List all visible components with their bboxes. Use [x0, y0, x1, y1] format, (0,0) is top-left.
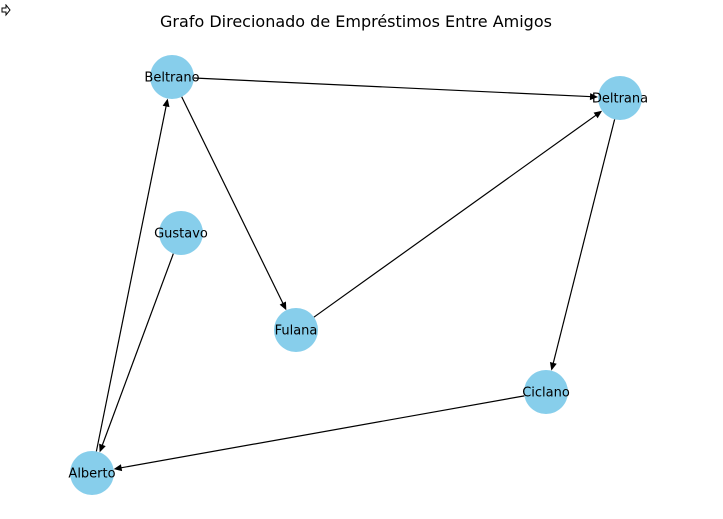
- node-alberto: Alberto: [68, 451, 116, 495]
- node-beltrano: Beltrano: [144, 55, 200, 99]
- edge-line: [181, 96, 285, 306]
- node-label: Fulana: [275, 324, 318, 339]
- node-label: Deltrana: [592, 92, 648, 107]
- edge-ciclano-to-alberto: [113, 395, 525, 472]
- node-gustavo: Gustavo: [154, 211, 208, 255]
- edge-alberto-to-beltrano: [95, 98, 170, 452]
- edge-arrowhead: [162, 98, 170, 108]
- edge-line: [95, 104, 168, 452]
- edge-beltrano-to-deltrana: [193, 77, 599, 101]
- node-circle: [150, 55, 194, 99]
- node-deltrana: Deltrana: [592, 76, 648, 120]
- node-circle: [70, 451, 114, 495]
- edge-gustavo-to-alberto: [99, 253, 174, 453]
- move-cursor-icon: [1, 4, 11, 17]
- edge-line: [193, 77, 593, 98]
- edge-arrowhead: [99, 443, 106, 453]
- edge-arrowhead: [589, 93, 599, 101]
- node-label: Beltrano: [144, 71, 199, 86]
- edge-line: [313, 113, 598, 318]
- edge-line: [101, 253, 174, 447]
- node-circle: [274, 308, 318, 352]
- edge-beltrano-to-fulana: [181, 96, 287, 311]
- node-circle: [598, 76, 642, 120]
- edge-arrowhead: [113, 464, 123, 472]
- node-ciclano: Ciclano: [522, 370, 570, 414]
- edges-layer: [95, 77, 616, 472]
- nodes-layer: BeltranoDeltranaGustavoFulanaCiclanoAlbe…: [68, 55, 648, 495]
- edge-line: [552, 119, 616, 365]
- node-label: Ciclano: [522, 386, 570, 401]
- graph-title: Grafo Direcionado de Empréstimos Entre A…: [160, 12, 552, 31]
- node-circle: [159, 211, 203, 255]
- node-label: Alberto: [68, 467, 115, 482]
- edge-arrowhead: [279, 301, 287, 311]
- edge-line: [119, 395, 525, 469]
- edge-deltrana-to-ciclano: [549, 119, 616, 371]
- node-circle: [524, 370, 568, 414]
- node-label: Gustavo: [154, 227, 208, 242]
- edge-fulana-to-deltrana: [313, 110, 603, 318]
- edge-arrowhead: [593, 110, 603, 119]
- edge-arrowhead: [549, 362, 557, 371]
- node-fulana: Fulana: [274, 308, 318, 352]
